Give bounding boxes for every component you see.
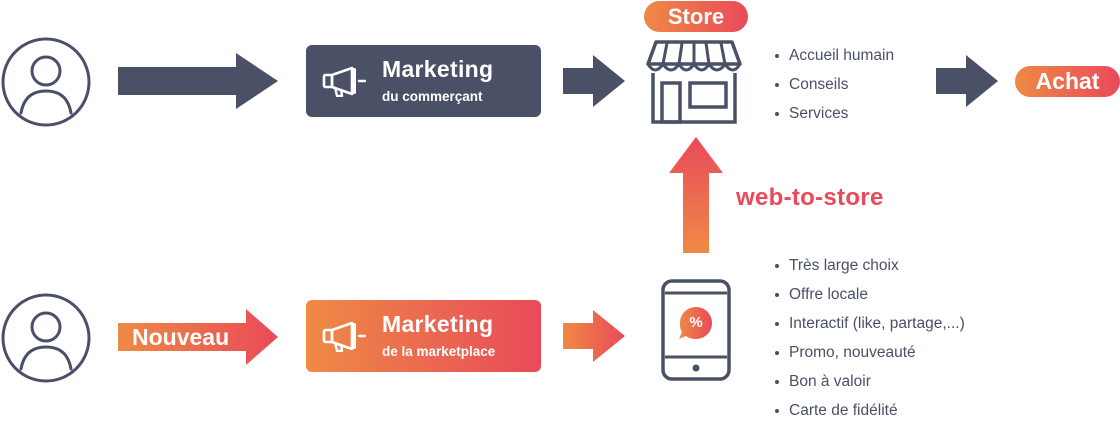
- marketplace-marketing-subtitle: de la marketplace: [382, 344, 496, 359]
- megaphone-icon: [322, 66, 366, 97]
- web-to-store-label: web-to-store: [736, 184, 884, 211]
- user-icon: [0, 292, 92, 384]
- list-item: Bon à valoir: [774, 372, 965, 401]
- marketplace-benefits-list: Très large choix Offre locale Interactif…: [774, 256, 965, 430]
- list-item: Offre locale: [774, 285, 965, 314]
- purchase-label: Achat: [1015, 66, 1120, 97]
- list-item: Carte de fidélité: [774, 401, 965, 430]
- store-icon: [646, 40, 742, 129]
- flow-arrow-marketing-to-store: [563, 55, 625, 107]
- merchant-marketing-subtitle: du commerçant: [382, 89, 483, 104]
- list-item: Services: [774, 104, 894, 133]
- flow-arrow-marketing-to-phone: [563, 310, 625, 362]
- percent-icon: [679, 307, 712, 339]
- marketplace-marketing-title: Marketing: [382, 311, 494, 337]
- percent-badge-text: %: [689, 314, 703, 331]
- list-item: Promo, nouveauté: [774, 343, 965, 372]
- web-to-store-arrow: [669, 137, 723, 258]
- list-item: Conseils: [774, 75, 894, 104]
- user-icon: [0, 36, 92, 128]
- new-arrow-label: Nouveau: [132, 324, 230, 350]
- new-arrow: Nouveau: [118, 309, 278, 365]
- merchant-marketing-box: Marketing du commerçant: [306, 45, 541, 117]
- smartphone-icon: %: [661, 279, 731, 381]
- flow-arrow-customer-to-marketing: [118, 53, 278, 109]
- store-label: Store: [644, 1, 748, 32]
- flow-arrow-store-to-purchase: [936, 55, 998, 107]
- merchant-marketing-title: Marketing: [382, 56, 494, 82]
- list-item: Interactif (like, partage,...): [774, 314, 965, 343]
- store-benefits-list: Accueil humain Conseils Services: [774, 46, 894, 133]
- megaphone-icon: [322, 321, 366, 352]
- list-item: Très large choix: [774, 256, 965, 285]
- marketplace-marketing-box: Marketing de la marketplace: [306, 300, 541, 372]
- list-item: Accueil humain: [774, 46, 894, 75]
